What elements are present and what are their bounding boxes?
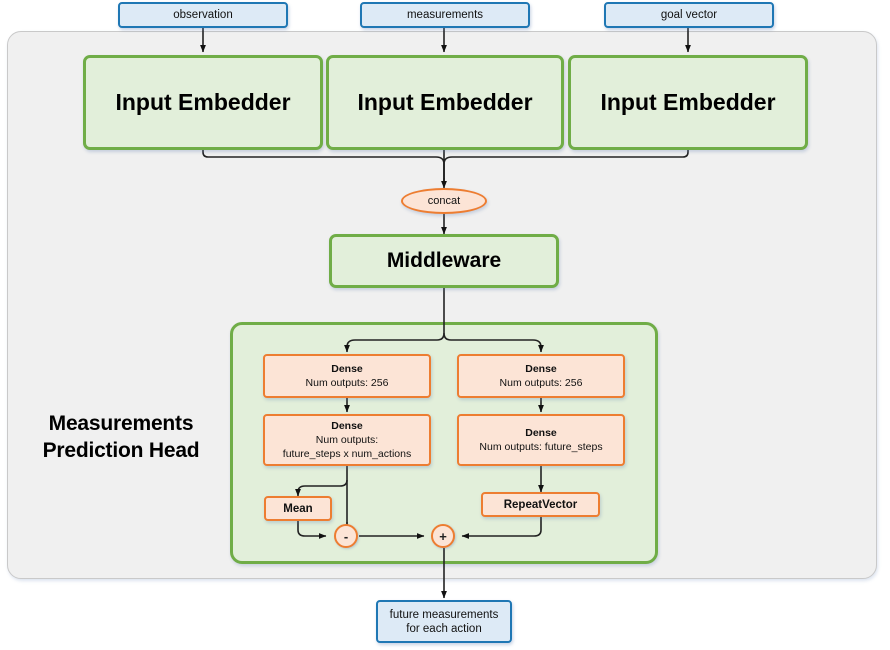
input-embedder-1-label: Input Embedder [115,89,291,115]
dense-left-2-detail2: future_steps x num_actions [282,448,412,460]
input-label-goal-vector: goal vector [660,9,718,21]
section-caption-line1: Measurements [48,412,194,435]
output-label-line2: for each action [406,622,482,635]
concat-node[interactable]: concat [401,188,487,214]
output-box-future-measurements[interactable]: future measurements for each action [376,600,512,643]
input-embedder-3[interactable]: Input Embedder [568,55,808,150]
output-label-line1: future measurements [389,608,499,621]
input-box-goal-vector[interactable]: goal vector [604,2,774,28]
input-box-measurements[interactable]: measurements [360,2,530,28]
add-operator-label: + [439,528,447,544]
middleware-label: Middleware [386,249,502,272]
middleware-node[interactable]: Middleware [329,234,559,288]
dense-right-2-title: Dense [525,427,557,439]
dense-left-1[interactable]: Dense Num outputs: 256 [263,354,431,398]
dense-left-2-title: Dense [331,420,363,432]
dense-right-2-detail: Num outputs: future_steps [479,441,603,453]
input-label-observation: observation [173,9,233,21]
dense-left-2-detail: Num outputs: [315,434,379,446]
dense-left-1-title: Dense [331,363,363,375]
input-label-measurements: measurements [406,9,484,21]
input-embedder-1[interactable]: Input Embedder [83,55,323,150]
input-embedder-3-label: Input Embedder [600,89,776,115]
repeat-vector-node[interactable]: RepeatVector [481,492,600,517]
dense-right-1[interactable]: Dense Num outputs: 256 [457,354,625,398]
add-operator[interactable]: + [431,524,455,548]
dense-left-2[interactable]: Dense Num outputs: future_steps x num_ac… [263,414,431,466]
repeat-vector-label: RepeatVector [503,498,578,511]
dense-right-1-detail: Num outputs: 256 [499,377,583,389]
input-embedder-2-label: Input Embedder [357,89,533,115]
concat-label: concat [427,195,461,207]
subtract-operator-label: - [343,528,349,544]
dense-right-2[interactable]: Dense Num outputs: future_steps [457,414,625,466]
subtract-operator[interactable]: - [334,524,358,548]
dense-left-1-detail: Num outputs: 256 [305,377,389,389]
mean-node[interactable]: Mean [264,496,332,521]
dense-right-1-title: Dense [525,363,557,375]
section-caption-line2: Prediction Head [42,439,200,462]
section-caption: Measurements Prediction Head [18,410,224,464]
mean-label: Mean [283,502,313,515]
input-embedder-2[interactable]: Input Embedder [326,55,564,150]
input-box-observation[interactable]: observation [118,2,288,28]
